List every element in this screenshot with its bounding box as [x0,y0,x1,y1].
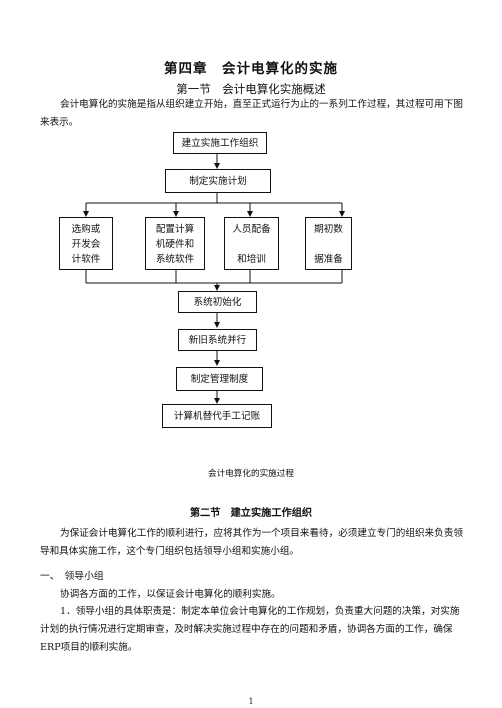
flow-step-build-organization: 建立实施工作组织 [173,132,267,154]
flow-step-management-rules: 制定管理制度 [176,367,263,391]
figure-caption: 会计电算化的实施过程 [208,469,294,479]
section2-title: 第二节 建立实施工作组织 [189,507,313,519]
heading1-text: 协调各方面的工作，以保证会计电算化的顺利实施。 [60,589,281,600]
flow-step-parallel-run: 新旧系统并行 [178,329,257,351]
section2-paragraph: 为保证会计电算化工作的顺利进行，应将其作为一个项目来看待，必须建立专门的组织来负… [40,528,463,557]
heading-leadership-group: 一、 领导小组 [40,571,104,582]
flow-step-make-plan: 制定实施计划 [165,169,271,193]
flow-parallel-initial-data: 期初数 据准备 [305,217,352,270]
flow-step-init-system: 系统初始化 [178,291,257,313]
flow-parallel-software: 选购或 开发会 计软件 [59,217,113,270]
flow-parallel-hardware: 配置计算 机硬件和 系统软件 [145,217,205,270]
page-number: 1 [248,697,254,706]
flow-step-computer-replaces-manual: 计算机替代手工记账 [162,404,272,428]
item-1-paragraph: 1．领导小组的具体职责是：制定本单位会计电算化的工作规划，负责重大问题的决策，对… [40,606,460,653]
section1-title: 第一节 会计电算化实施概述 [176,82,326,96]
chapter-title: 第四章 会计电算化的实施 [164,61,338,77]
intro-paragraph: 会计电算化的实施是指从组织建立开始，直至正式运行为止的一系列工作过程，其过程可用… [40,99,463,128]
flowchart-connectors [83,153,345,404]
flow-parallel-staffing: 人员配备 和培训 [224,217,279,270]
